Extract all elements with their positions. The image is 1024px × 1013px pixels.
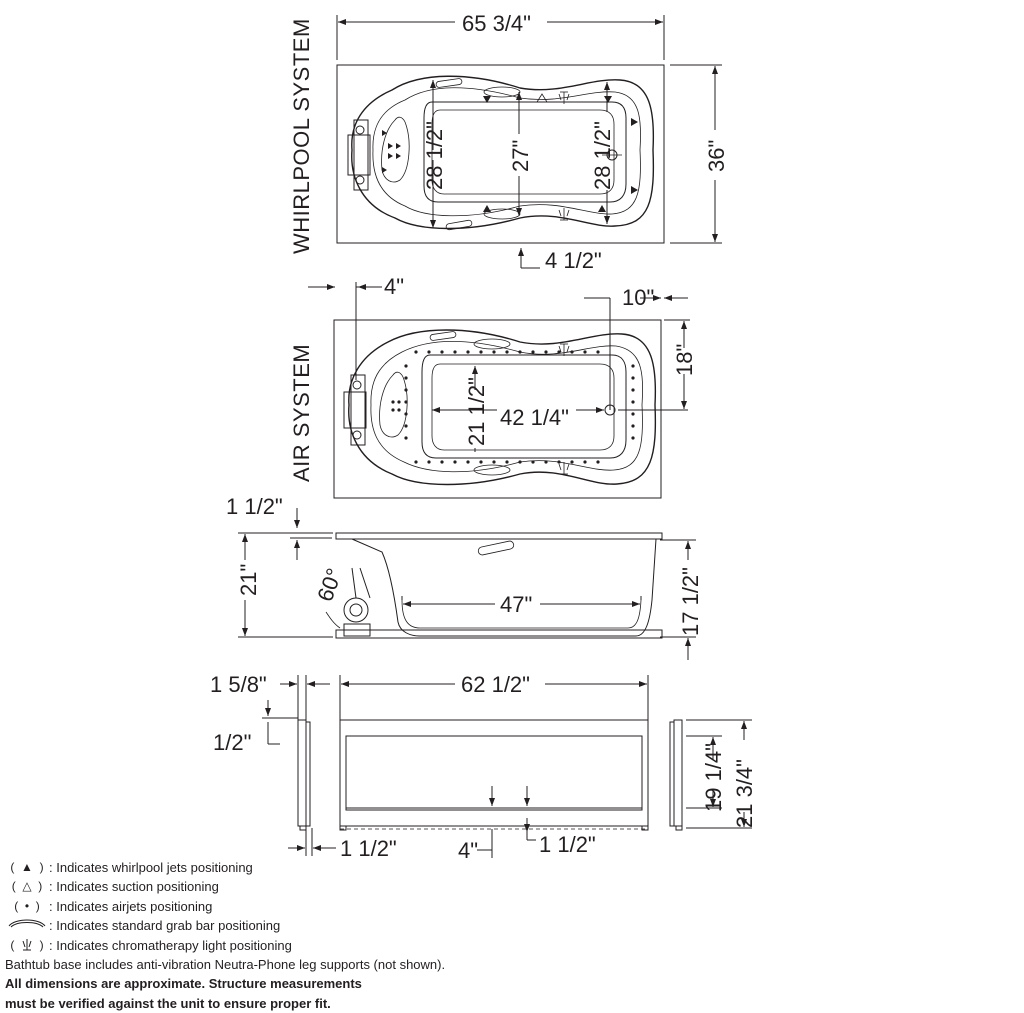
- airjet-dot: [557, 460, 561, 464]
- rim-thickness-dim: 1 1/2": [226, 494, 283, 519]
- legend-row-grab-bar: : Indicates standard grab bar positionin…: [5, 916, 525, 935]
- airjet-dot: [440, 350, 444, 354]
- airjet-dot: [531, 350, 535, 354]
- chromatherapy-icon: [22, 939, 32, 951]
- airjet-dot: [479, 460, 483, 464]
- airjet-dot: [414, 350, 418, 354]
- airjet-dot: [631, 388, 635, 392]
- airjet-dot: [570, 350, 574, 354]
- airjet-dot: [404, 364, 408, 368]
- airjet-dot: [404, 388, 408, 392]
- airjet-dot: [596, 460, 600, 464]
- warning-line-2: must be verified against the unit to ens…: [5, 995, 331, 1011]
- whirlpool-system-label: WHIRLPOOL SYSTEM: [289, 18, 314, 254]
- airjet-dot: [583, 350, 587, 354]
- base-rail-dim: 4": [458, 838, 478, 863]
- airjet-dots: [404, 350, 635, 464]
- air-bottom-width-dim: 21 1/2": [464, 377, 489, 446]
- legend-row-airjet: ( • ) : Indicates airjets positioning: [5, 897, 525, 916]
- whirlpool-jet-icon: ▲: [21, 860, 33, 874]
- airjet-dot: [440, 460, 444, 464]
- airjet-dot: [404, 400, 408, 404]
- floor-length-dim: 47": [500, 592, 532, 617]
- overall-length-dim: 65 3/4": [462, 11, 531, 36]
- airjet-dot: [518, 460, 522, 464]
- side-view: 1 1/2" 21" 47" 60° 17 1/2": [226, 494, 703, 660]
- base-inner-height-dim: 19 1/4": [701, 743, 726, 812]
- legend-text: : Indicates chromatherapy light position…: [49, 937, 292, 953]
- airjet-dot: [492, 350, 496, 354]
- airjet-dot: [557, 350, 561, 354]
- depth-dim: 17 1/2": [678, 567, 703, 636]
- airjet-dot: [631, 376, 635, 380]
- base-bottom-rail-dim: 1 1/2": [539, 832, 596, 857]
- airjet-dot: [466, 460, 470, 464]
- whirlpool-top-view: WHIRLPOOL SYSTEM 65 3/4": [289, 11, 729, 273]
- legend-text: : Indicates airjets positioning: [49, 898, 213, 914]
- air-bottom-length-dim: 42 1/4": [500, 405, 569, 430]
- slope-angle-dim: 60°: [312, 565, 347, 605]
- suction-icon: △: [22, 879, 32, 894]
- drain-offset-dim: 4 1/2": [545, 248, 602, 273]
- airjet-dot: [631, 436, 635, 440]
- legend: ( ▲ ) : Indicates whirlpool jets positio…: [5, 858, 525, 1013]
- airjet-dot: [518, 350, 522, 354]
- airjet-dot: [631, 412, 635, 416]
- airjet-dot: [631, 424, 635, 428]
- legend-row-whirlpool: ( ▲ ) : Indicates whirlpool jets positio…: [5, 858, 525, 877]
- airjet-dot: [466, 350, 470, 354]
- basin-end-width-left-dim: 28 1/2": [422, 121, 447, 190]
- airjet-dot: [531, 460, 535, 464]
- legend-row-suction: ( △ ) : Indicates suction positioning: [5, 877, 525, 896]
- airjet-dot: [492, 460, 496, 464]
- overall-height-dim: 21": [236, 564, 261, 596]
- airjet-dot: [544, 350, 548, 354]
- legend-text: : Indicates standard grab bar positionin…: [49, 918, 281, 934]
- airjet-dot: [453, 350, 457, 354]
- air-drain-from-side-dim: 18": [672, 344, 697, 376]
- airjet-dot: [631, 364, 635, 368]
- base-top-offset-dim: 1/2": [213, 730, 251, 755]
- air-top-view: AIR SYSTEM 4" 10": [289, 274, 697, 499]
- air-system-label: AIR SYSTEM: [289, 344, 314, 482]
- airjet-dot: [414, 460, 418, 464]
- airjet-icon: •: [24, 898, 30, 913]
- air-pump-offset-dim: 4": [384, 274, 404, 299]
- airjet-dot: [427, 350, 431, 354]
- base-view: 1 5/8" 62 1/2" 1/2": [210, 672, 757, 863]
- airjet-dot: [631, 400, 635, 404]
- base-height-dim: 21 3/4": [732, 759, 757, 828]
- base-length-dim: 62 1/2": [461, 672, 530, 697]
- airjet-dot: [505, 460, 509, 464]
- airjet-dot: [427, 460, 431, 464]
- air-drain-from-end-dim: 10": [622, 285, 654, 310]
- airjet-dot: [479, 350, 483, 354]
- legend-text: : Indicates suction positioning: [49, 879, 219, 895]
- airjet-dot: [404, 424, 408, 428]
- grab-bar-icon: [8, 919, 46, 928]
- airjet-dot: [505, 350, 509, 354]
- base-note: Bathtub base includes anti-vibration Neu…: [5, 956, 446, 972]
- airjet-dot: [583, 460, 587, 464]
- base-foot-dim: 1 1/2": [340, 836, 397, 861]
- airjet-dot: [404, 412, 408, 416]
- legend-row-chromatherapy: ( ) : Indicates chromatherapy light posi…: [5, 936, 525, 955]
- airjet-dot: [544, 460, 548, 464]
- legend-text: : Indicates whirlpool jets positioning: [49, 860, 253, 875]
- airjet-dot: [596, 350, 600, 354]
- basin-end-width-right-dim: 28 1/2": [590, 121, 615, 190]
- warning-line-1: All dimensions are approximate. Structur…: [5, 976, 362, 992]
- airjet-dot: [404, 436, 408, 440]
- airjet-dot: [453, 460, 457, 464]
- airjet-dot: [404, 376, 408, 380]
- airjet-dot: [570, 460, 574, 464]
- basin-inner-width-dim: 27": [508, 140, 533, 172]
- base-end-thickness-dim: 1 5/8": [210, 672, 267, 697]
- overall-width-dim: 36": [704, 140, 729, 172]
